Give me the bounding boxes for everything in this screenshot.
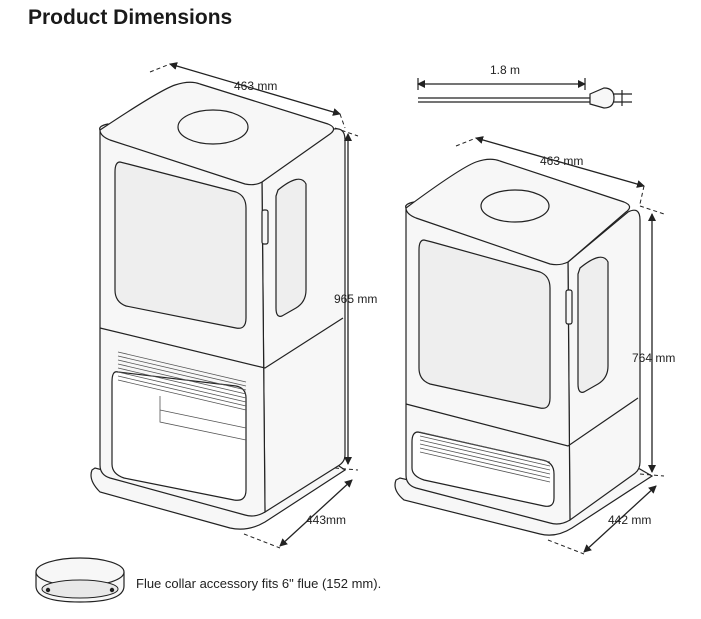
tall-stove-split-line: [99, 317, 344, 369]
tall-stove-drawing: [90, 81, 347, 530]
plug-icon: [589, 87, 632, 109]
tall-stove-log-store: [111, 371, 247, 501]
tall-width-arrow: [169, 62, 341, 116]
short-stove-split-line: [405, 397, 639, 447]
tall-stove-vent-grille: [117, 351, 247, 411]
tall-stove-flue-opening: [177, 109, 249, 145]
short-height-label: 764 mm: [632, 351, 675, 365]
short-depth-arrow: [583, 485, 657, 553]
short-stove-door-handle: [565, 289, 573, 325]
short-depth-label: 442 mm: [608, 513, 651, 527]
tall-stove-log-rack: [159, 396, 247, 441]
short-width-arrow: [475, 136, 645, 188]
short-stove-drawing: [394, 158, 654, 536]
tall-depth-arrow: [279, 479, 353, 547]
tall-stove-door-glass: [114, 161, 247, 329]
flue-collar-note: Flue collar accessory fits 6" flue (152 …: [136, 576, 382, 591]
tall-width-label: 463 mm: [234, 79, 277, 93]
tall-height-label: 965 mm: [334, 292, 377, 306]
short-width-label: 463 mm: [540, 154, 583, 168]
tall-depth-label: 443mm: [306, 513, 346, 527]
cord-length-label: 1.8 m: [490, 63, 520, 77]
flue-collar-icon: [35, 557, 125, 603]
power-cord: 1.8 m: [417, 63, 632, 109]
short-stove-side-window: [577, 256, 609, 393]
short-stove-door-glass: [418, 239, 551, 409]
short-stove-vent-grille: [419, 431, 551, 483]
short-stove-flue-opening: [480, 189, 550, 223]
page-title: Product Dimensions: [28, 6, 233, 29]
tall-stove-door-handle: [261, 209, 269, 245]
tall-stove-side-window: [275, 178, 307, 317]
